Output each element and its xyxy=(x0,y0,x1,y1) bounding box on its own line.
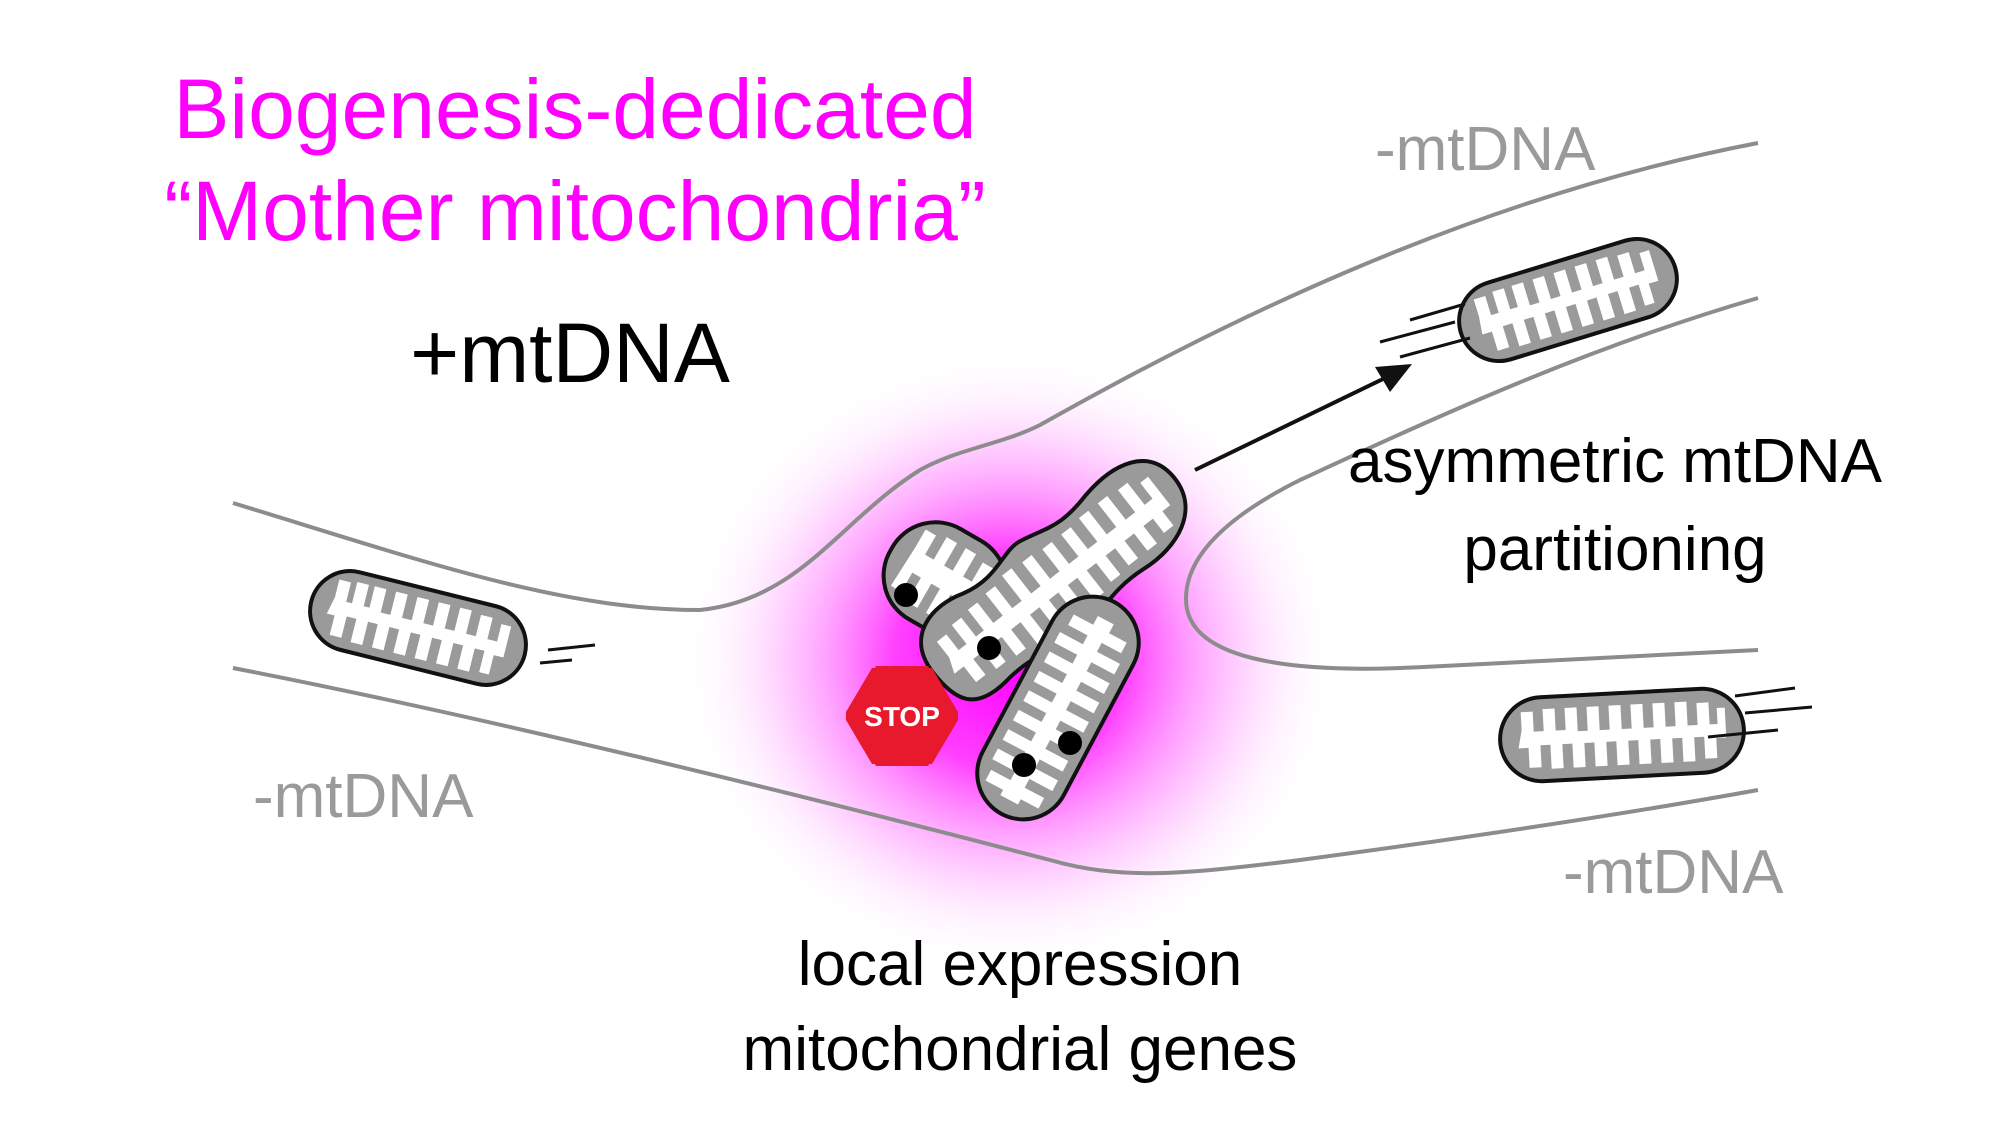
mtdna-nucleoid-dot xyxy=(977,636,1001,660)
membrane-upper xyxy=(232,141,1759,613)
motion-lines-lower-right xyxy=(1707,686,1813,739)
local-expression-line-2: mitochondrial genes xyxy=(743,1015,1298,1084)
title-line-2: “Mother mitochondria” xyxy=(164,164,986,258)
arrow-icon xyxy=(1194,364,1412,472)
stop-label: STOP xyxy=(864,701,940,732)
stop-sign-icon: STOP xyxy=(846,666,958,766)
title-line-1: Biogenesis-dedicated xyxy=(173,62,976,156)
mitochondrion-lower-right xyxy=(1498,686,1746,784)
asymmetric-label-line-1: asymmetric mtDNA xyxy=(1348,427,1883,496)
mtdna-nucleoid-dot xyxy=(1012,753,1036,777)
mtdna-label-left: -mtDNA xyxy=(253,762,474,831)
mtdna-nucleoid-dot xyxy=(894,583,918,607)
membrane-lower xyxy=(232,666,1759,876)
mtdna-nucleoid-dot xyxy=(1058,731,1082,755)
mitochondrion-upper-right xyxy=(1457,236,1679,364)
motion-lines-left xyxy=(539,643,596,665)
membrane-fork xyxy=(1183,296,1759,671)
mitochondrion-left xyxy=(308,569,528,687)
asymmetric-label-line-2: partitioning xyxy=(1463,515,1766,584)
mtdna-label-upper-right: -mtDNA xyxy=(1375,115,1596,184)
neurite-membranes xyxy=(232,141,1759,876)
mtdna-label-lower-right: -mtDNA xyxy=(1563,838,1784,907)
mtdna-nucleoids xyxy=(894,583,1082,777)
motion-lines-upper-right xyxy=(1379,302,1471,359)
title-line-3: +mtDNA xyxy=(410,306,730,400)
local-expression-line-1: local expression xyxy=(798,930,1243,999)
